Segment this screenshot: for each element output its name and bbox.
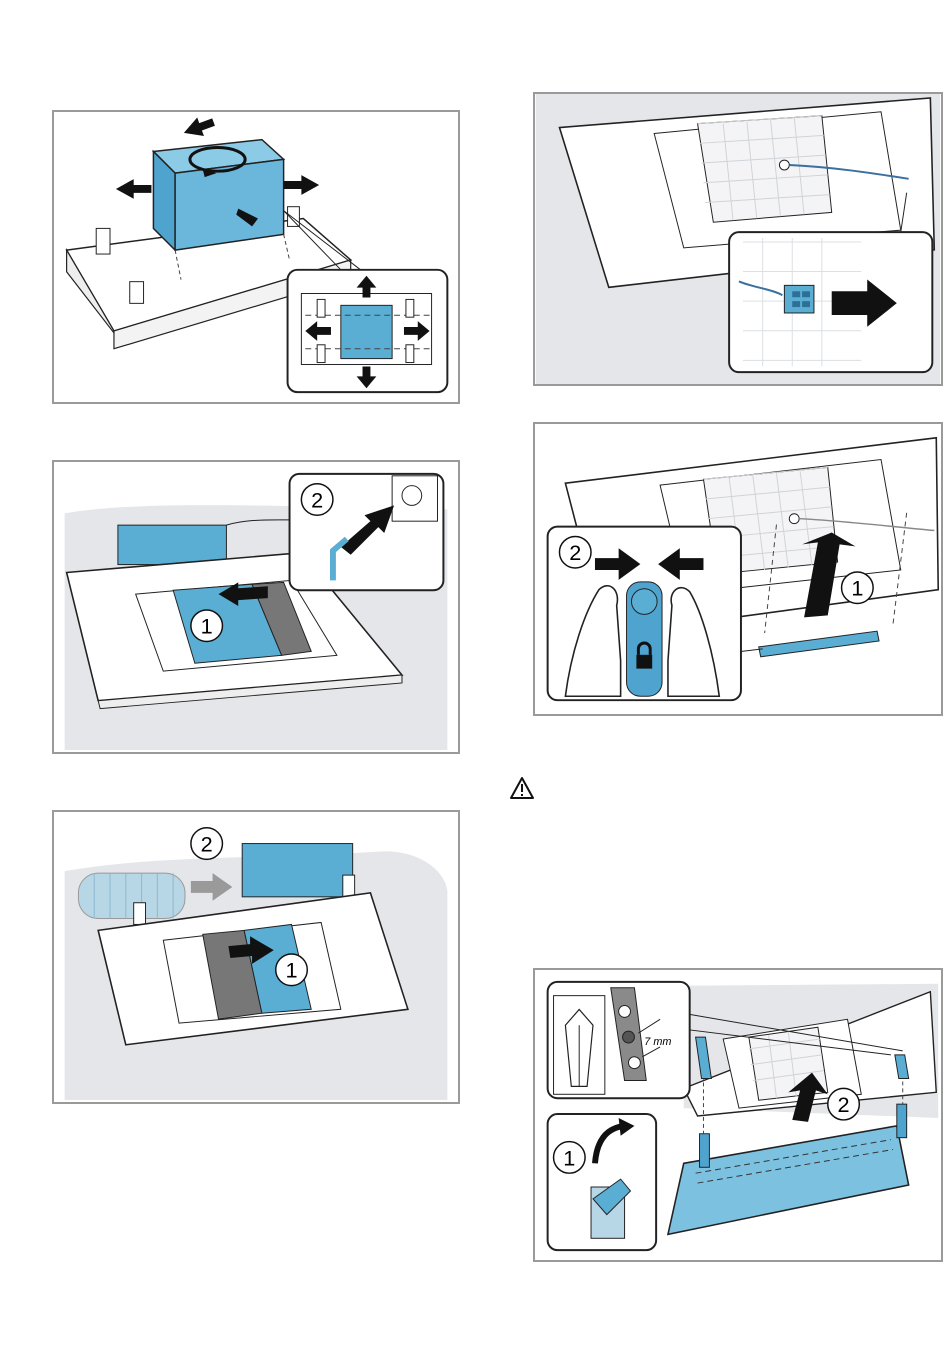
svg-text:1: 1 (201, 614, 213, 639)
figure-duct-hose: 2 1 (52, 810, 460, 1104)
svg-text:1: 1 (563, 1145, 575, 1170)
step-2-marker: 2 (301, 484, 333, 516)
warning-triangle-icon (509, 776, 535, 800)
step-2-marker: 2 (559, 536, 591, 568)
svg-text:1: 1 (851, 576, 863, 601)
fan-box-illustration (54, 112, 458, 402)
step-1-marker: 1 (554, 1142, 586, 1174)
step-2-marker: 2 (828, 1088, 860, 1120)
figure-plug-in: 1 2 (52, 460, 460, 754)
step-1-marker: 1 (191, 610, 223, 642)
svg-text:2: 2 (311, 487, 323, 512)
dimension-label: 7 mm (644, 1036, 671, 1048)
figure-cable-connector (533, 92, 943, 386)
figure-fan-box-rotation (52, 110, 460, 404)
svg-text:2: 2 (201, 831, 213, 856)
lock-icon (627, 582, 663, 696)
svg-text:2: 2 (838, 1092, 850, 1117)
figure-lock-strip: 1 2 (533, 422, 943, 716)
step-2-marker: 2 (191, 828, 223, 860)
svg-text:2: 2 (569, 540, 581, 565)
connector-icon (784, 285, 814, 313)
duct-hose-icon (78, 873, 185, 918)
step-1-marker: 1 (276, 954, 308, 986)
step-1-marker: 1 (842, 572, 874, 604)
svg-text:1: 1 (285, 958, 297, 983)
figure-bracket-mounting: 2 7 mm 1 (533, 968, 943, 1262)
